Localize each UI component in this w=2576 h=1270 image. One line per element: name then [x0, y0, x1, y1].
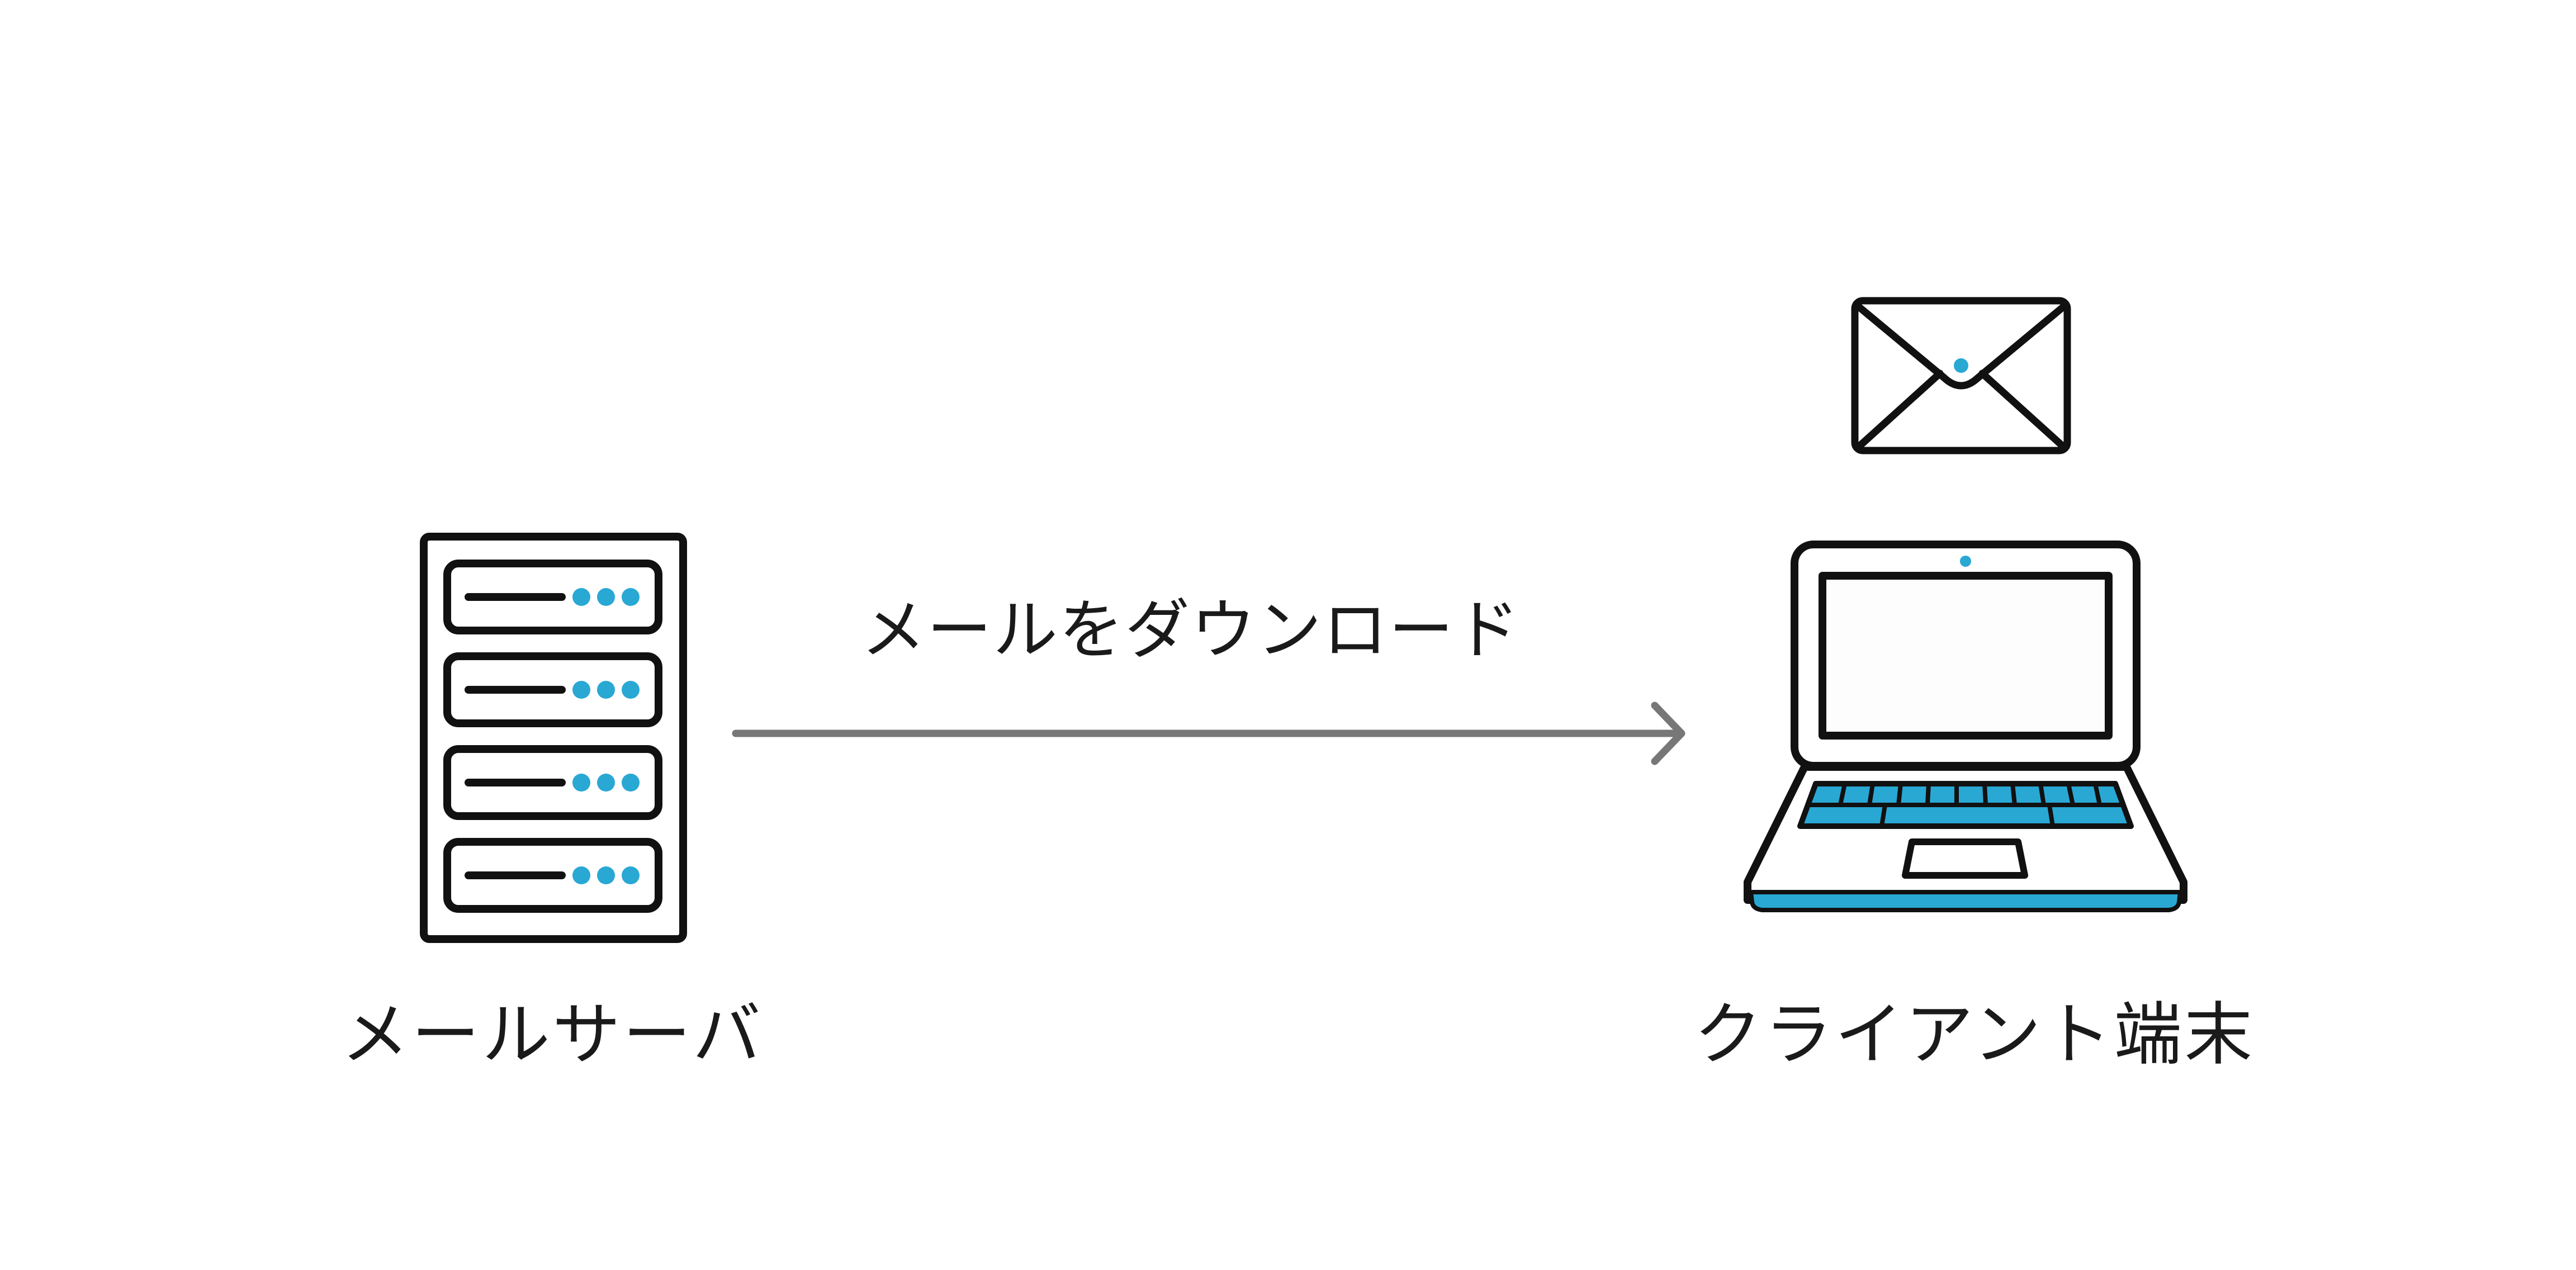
envelope-icon: [1851, 297, 2071, 454]
download-label: メールをダウンロード: [861, 593, 1521, 668]
mail-server-label: メールサーバ: [341, 995, 763, 1074]
server-rack-icon: [420, 533, 687, 943]
client-terminal-label: クライアント端末: [1694, 995, 2255, 1074]
arrow-head-icon: [1651, 702, 1685, 765]
laptop-camera: [1960, 556, 1971, 567]
envelope-dot: [1954, 358, 1968, 373]
server-unit: [443, 560, 662, 634]
laptop-screen: [1819, 572, 2113, 740]
server-unit: [443, 838, 662, 913]
download-arrow: [732, 702, 1685, 765]
laptop-base-stripe: [1749, 890, 2182, 912]
server-rack-frame: [420, 533, 687, 943]
server-unit: [443, 745, 662, 820]
laptop-icon: [1744, 541, 2187, 912]
laptop-keyboard-grid: [1807, 781, 2125, 828]
server-unit: [443, 652, 662, 727]
laptop-touchpad: [1902, 838, 2028, 879]
